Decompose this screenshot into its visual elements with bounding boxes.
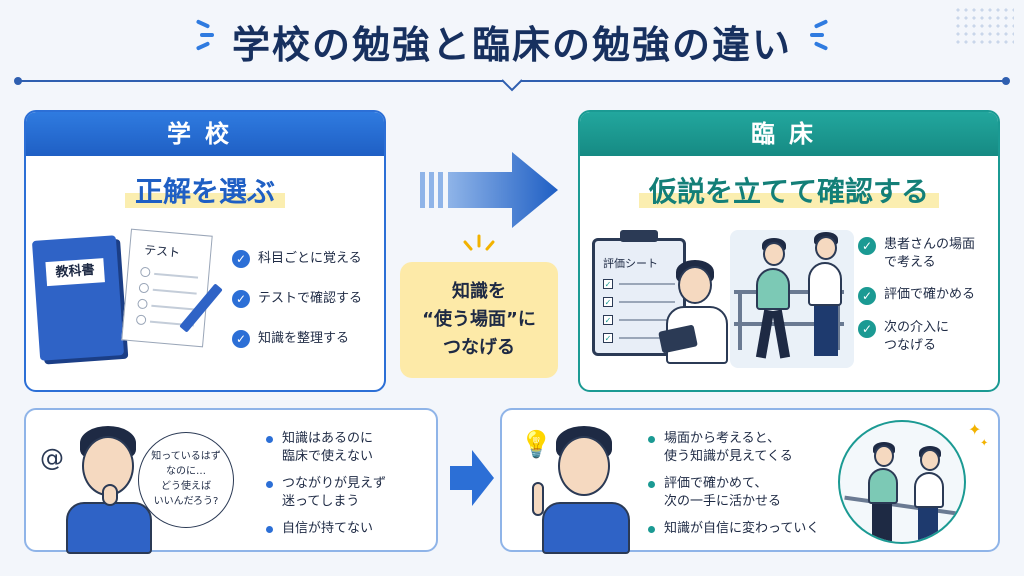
title-area: 学校の勉強と臨床の勉強の違い: [0, 14, 1024, 69]
school-headline: 正解を選ぶ: [26, 170, 384, 210]
therapist-with-tablet-illustration: [658, 260, 734, 368]
thought-bubble: 知っているはず なのに… どう使えば いいんだろう?: [138, 432, 234, 528]
check-icon: ✓: [232, 290, 250, 308]
before-point: 自信が持てない: [266, 520, 386, 538]
clinic-panel: 臨床 仮説を立てて確認する 評価シート ✓ ✓ ✓ ✓: [578, 110, 1000, 392]
evaluation-sheet-icon: 評価シート ✓ ✓ ✓ ✓: [592, 238, 686, 356]
sparkle-icon: ✦: [968, 420, 982, 439]
sparkle-icon: ✦: [980, 438, 989, 449]
dot-pattern-decoration: [954, 6, 1014, 46]
check-icon: ✓: [858, 320, 876, 338]
sparkle-right-icon: [810, 19, 832, 51]
after-points: 場面から考えると、 使う知識が見えてくる 評価で確かめて、 次の一手に活かせる …: [648, 430, 819, 547]
textbook-label: 教科書: [45, 258, 105, 287]
after-point: 知識が自信に変わっていく: [648, 520, 819, 538]
bridge-callout: 知識を “使う場面”に つなげる: [400, 262, 558, 378]
textbook-icon: 教科書: [31, 235, 125, 361]
page-title: 学校の勉強と臨床の勉強の違い: [195, 14, 829, 69]
before-point: 知識はあるのに 臨床で使えない: [266, 430, 386, 466]
rehab-scene-illustration: [730, 230, 854, 368]
clinic-header: 臨床: [580, 112, 998, 156]
evaluation-sheet-label: 評価シート: [603, 257, 658, 270]
school-point: ✓科目ごとに覚える: [232, 250, 362, 268]
after-point: 場面から考えると、 使う知識が見えてくる: [648, 430, 819, 466]
small-right-arrow-icon: [450, 450, 494, 506]
before-points: 知識はあるのに 臨床で使えない つながりが見えず 迷ってしまう 自信が持てない: [266, 430, 386, 547]
check-icon: ✓: [232, 330, 250, 348]
clinic-headline-text: 仮説を立てて確認する: [638, 175, 939, 208]
before-card: @ 知っているはず なのに… どう使えば いいんだろう? 知識はあるのに 臨床で…: [24, 408, 438, 554]
lightbulb-icon: 💡: [520, 430, 553, 460]
after-card: 💡 場面から考えると、 使う知識が見えてくる 評価で確かめて、 次の一手に活かせ…: [500, 408, 1000, 554]
school-points: ✓科目ごとに覚える ✓テストで確認する ✓知識を整理する: [232, 250, 362, 370]
clinic-headline: 仮説を立てて確認する: [580, 170, 998, 210]
sparkle-left-icon: [192, 19, 214, 51]
clinic-point: ✓患者さんの場面 で考える: [858, 236, 975, 272]
divider-notch: [502, 79, 522, 92]
school-point: ✓知識を整理する: [232, 330, 362, 348]
school-point: ✓テストで確認する: [232, 290, 362, 308]
confused-student-illustration: [62, 426, 152, 554]
clinic-point: ✓次の介入に つなげる: [858, 319, 975, 355]
idea-spark-icon: [463, 234, 495, 251]
success-scene-illustration: [838, 420, 966, 544]
clinic-points: ✓患者さんの場面 で考える ✓評価で確かめる ✓次の介入に つなげる: [858, 236, 975, 369]
school-headline-text: 正解を選ぶ: [124, 175, 285, 208]
school-panel: 学校 正解を選ぶ 教科書 テスト ✓科目ごとに覚える ✓テストで確認する ✓知識…: [24, 110, 386, 392]
clipboard-clip: [620, 230, 658, 242]
check-icon: ✓: [858, 287, 876, 305]
after-point: 評価で確かめて、 次の一手に活かせる: [648, 475, 819, 511]
confident-student-illustration: [532, 426, 632, 554]
check-icon: ✓: [232, 250, 250, 268]
right-arrow-icon: [420, 152, 558, 228]
before-point: つながりが見えず 迷ってしまう: [266, 475, 386, 511]
test-paper-icon: テスト: [121, 228, 213, 348]
page-title-text: 学校の勉強と臨床の勉強の違い: [231, 23, 792, 67]
check-icon: ✓: [858, 237, 876, 255]
test-label: テスト: [143, 242, 181, 260]
school-header: 学校: [26, 112, 384, 156]
clinic-point: ✓評価で確かめる: [858, 286, 975, 305]
confused-swirl-icon: @: [40, 444, 64, 472]
